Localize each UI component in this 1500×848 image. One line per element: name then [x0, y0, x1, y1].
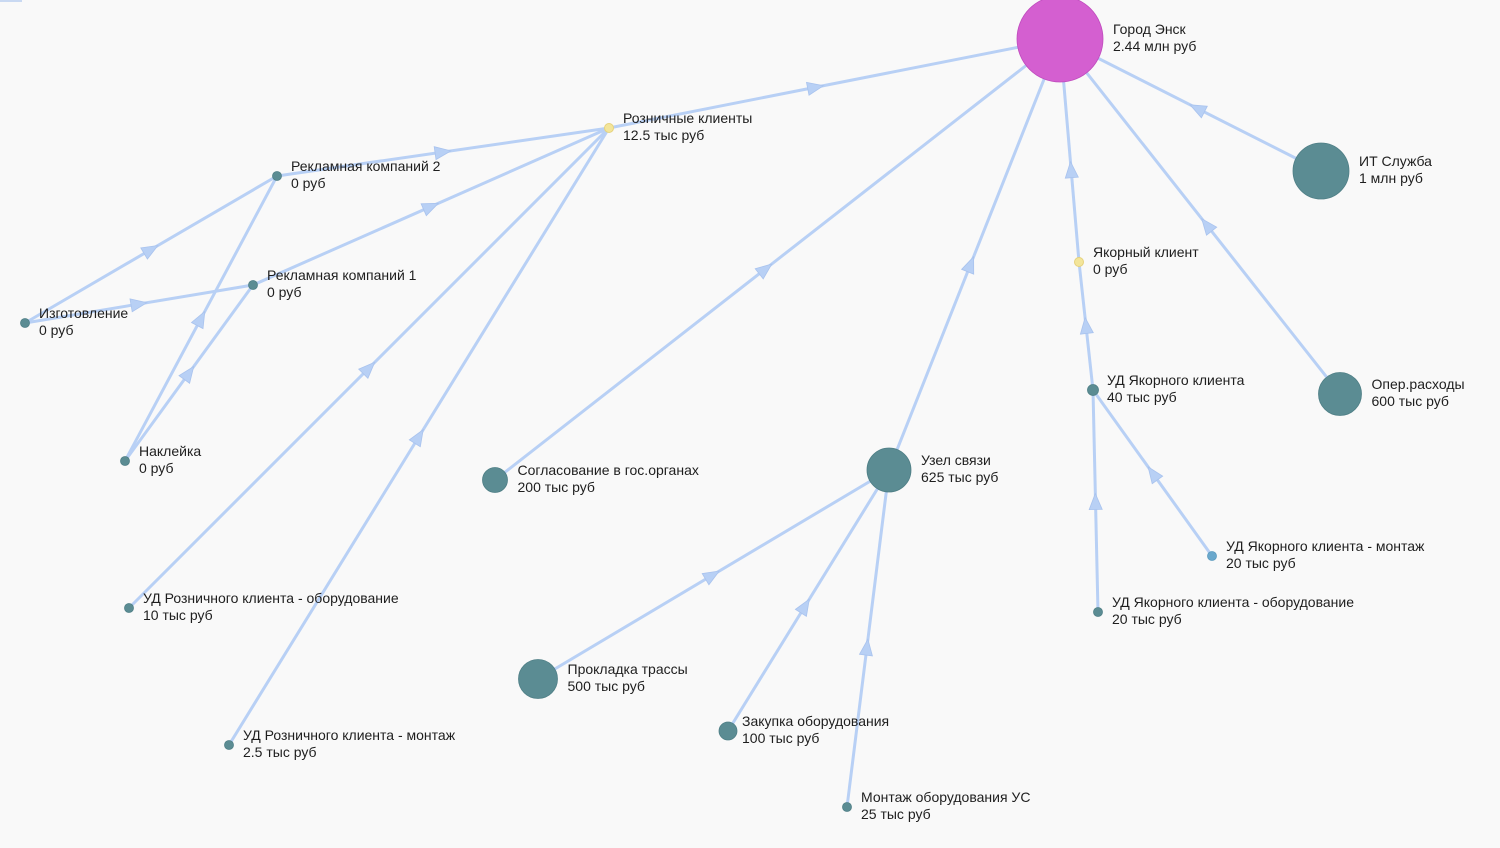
edge-approval-to-root	[494, 37, 1061, 482]
edge-arrow-ad1-to-retail	[420, 202, 440, 217]
node-value-ud_anchor_eq: 20 тыс руб	[1112, 611, 1182, 627]
node-ud_retail_eq[interactable]	[124, 603, 134, 613]
edge-arrow-route-to-hub	[701, 570, 721, 586]
node-ud_retail_mnt[interactable]	[224, 740, 234, 750]
node-root[interactable]	[1016, 0, 1104, 83]
edge-arrow-it-to-root	[1189, 104, 1208, 119]
node-ud_anchor_mnt[interactable]	[1207, 551, 1217, 561]
node-value-ud_anchor: 40 тыс руб	[1107, 389, 1177, 405]
edge-arrow-sticker-to-ad1	[178, 365, 195, 384]
node-ud_anchor[interactable]	[1087, 384, 1099, 396]
node-value-approval: 200 тыс руб	[518, 479, 595, 495]
edge-arrow-hub-to-root	[960, 255, 975, 275]
node-value-make: 0 руб	[39, 322, 73, 338]
node-label-make: Изготовление	[39, 305, 128, 321]
node-retail[interactable]	[604, 123, 614, 133]
node-label-anchor: Якорный клиент	[1093, 244, 1199, 260]
node-value-anchor: 0 руб	[1093, 261, 1127, 277]
edge-arrow-ud_anchor_eq-to-ud_anchor	[1088, 492, 1103, 511]
node-label-approval: Согласование в гос.органах	[518, 462, 699, 478]
node-label-route: Прокладка трассы	[568, 661, 688, 677]
node-label-ud_anchor: УД Якорного клиента	[1107, 372, 1245, 388]
node-label-hub_mnt: Монтаж оборудования УС	[861, 789, 1030, 805]
edge-arrow-ud_anchor-to-anchor	[1079, 316, 1094, 335]
node-value-opex: 600 тыс руб	[1372, 393, 1449, 409]
edge-arrow-hub_mnt-to-hub	[858, 638, 873, 657]
node-value-purchase: 100 тыс руб	[742, 730, 819, 746]
node-ud_anchor_eq[interactable]	[1093, 607, 1103, 617]
node-label-ud_retail_mnt: УД Розничного клиента - монтаж	[243, 727, 456, 743]
node-hub[interactable]	[866, 447, 912, 493]
node-value-it: 1 млн руб	[1359, 170, 1423, 186]
edge-arrow-ud_anchor_mnt-to-ud_anchor	[1147, 466, 1164, 485]
edges-layer	[24, 37, 1342, 808]
node-value-ud_retail_mnt: 2.5 тыс руб	[243, 744, 317, 760]
node-opex[interactable]	[1318, 372, 1362, 416]
edge-arrow-purchase-to-hub	[794, 598, 810, 617]
edge-arrow-make-to-ad1	[129, 298, 148, 313]
node-it[interactable]	[1292, 142, 1350, 200]
node-ad1[interactable]	[248, 280, 258, 290]
node-value-ad2: 0 руб	[291, 175, 325, 191]
node-label-ud_retail_eq: УД Розничного клиента - оборудование	[143, 590, 399, 606]
edge-arrow-ud_retail_eq-to-retail	[357, 361, 376, 380]
node-value-route: 500 тыс руб	[568, 678, 645, 694]
node-sticker[interactable]	[120, 456, 130, 466]
node-make[interactable]	[20, 318, 30, 328]
node-label-it: ИТ Служба	[1359, 153, 1432, 169]
node-ad2[interactable]	[272, 171, 282, 181]
node-value-ud_anchor_mnt: 20 тыс руб	[1226, 555, 1296, 571]
node-purchase[interactable]	[718, 721, 738, 741]
edge-arrow-approval-to-root	[754, 263, 773, 280]
edge-arrow-ad2-to-retail	[433, 146, 452, 161]
edge-hub-to-root	[887, 38, 1062, 471]
node-label-sticker: Наклейка	[139, 443, 201, 459]
node-label-root: Город Энск	[1113, 21, 1187, 37]
node-value-ud_retail_eq: 10 тыс руб	[143, 607, 213, 623]
node-hub_mnt[interactable]	[842, 802, 852, 812]
edge-arrow-ud_retail_mnt-to-retail	[408, 428, 424, 448]
corner-mark	[0, 0, 22, 2]
node-label-hub: Узел связи	[921, 452, 991, 468]
node-approval[interactable]	[482, 467, 508, 493]
edge-opex-to-root	[1058, 38, 1342, 395]
edge-arrow-sticker-to-ad2	[190, 310, 206, 330]
edge-retail-to-root	[608, 37, 1061, 130]
node-label-ud_anchor_mnt: УД Якорного клиента - монтаж	[1226, 538, 1425, 554]
node-label-ud_anchor_eq: УД Якорного клиента - оборудование	[1112, 594, 1354, 610]
node-anchor[interactable]	[1074, 257, 1084, 267]
edge-arrow-make-to-ad2	[140, 244, 159, 260]
node-value-root: 2.44 млн руб	[1113, 38, 1196, 54]
node-label-ad2: Рекламная компаний 2	[291, 158, 441, 174]
edge-arrow-anchor-to-root	[1064, 160, 1079, 179]
node-value-ad1: 0 руб	[267, 284, 301, 300]
node-value-sticker: 0 руб	[139, 460, 173, 476]
node-label-purchase: Закупка оборудования	[742, 713, 889, 729]
node-label-opex: Опер.расходы	[1372, 376, 1465, 392]
edge-arrow-retail-to-root	[805, 81, 825, 96]
edge-arrow-opex-to-root	[1201, 217, 1218, 236]
node-value-hub_mnt: 25 тыс руб	[861, 806, 931, 822]
nodes-layer	[20, 0, 1362, 812]
node-route[interactable]	[518, 659, 558, 699]
node-label-retail: Розничные клиенты	[623, 110, 752, 126]
node-value-retail: 12.5 тыс руб	[623, 127, 704, 143]
node-value-hub: 625 тыс руб	[921, 469, 998, 485]
node-label-ad1: Рекламная компаний 1	[267, 267, 417, 283]
